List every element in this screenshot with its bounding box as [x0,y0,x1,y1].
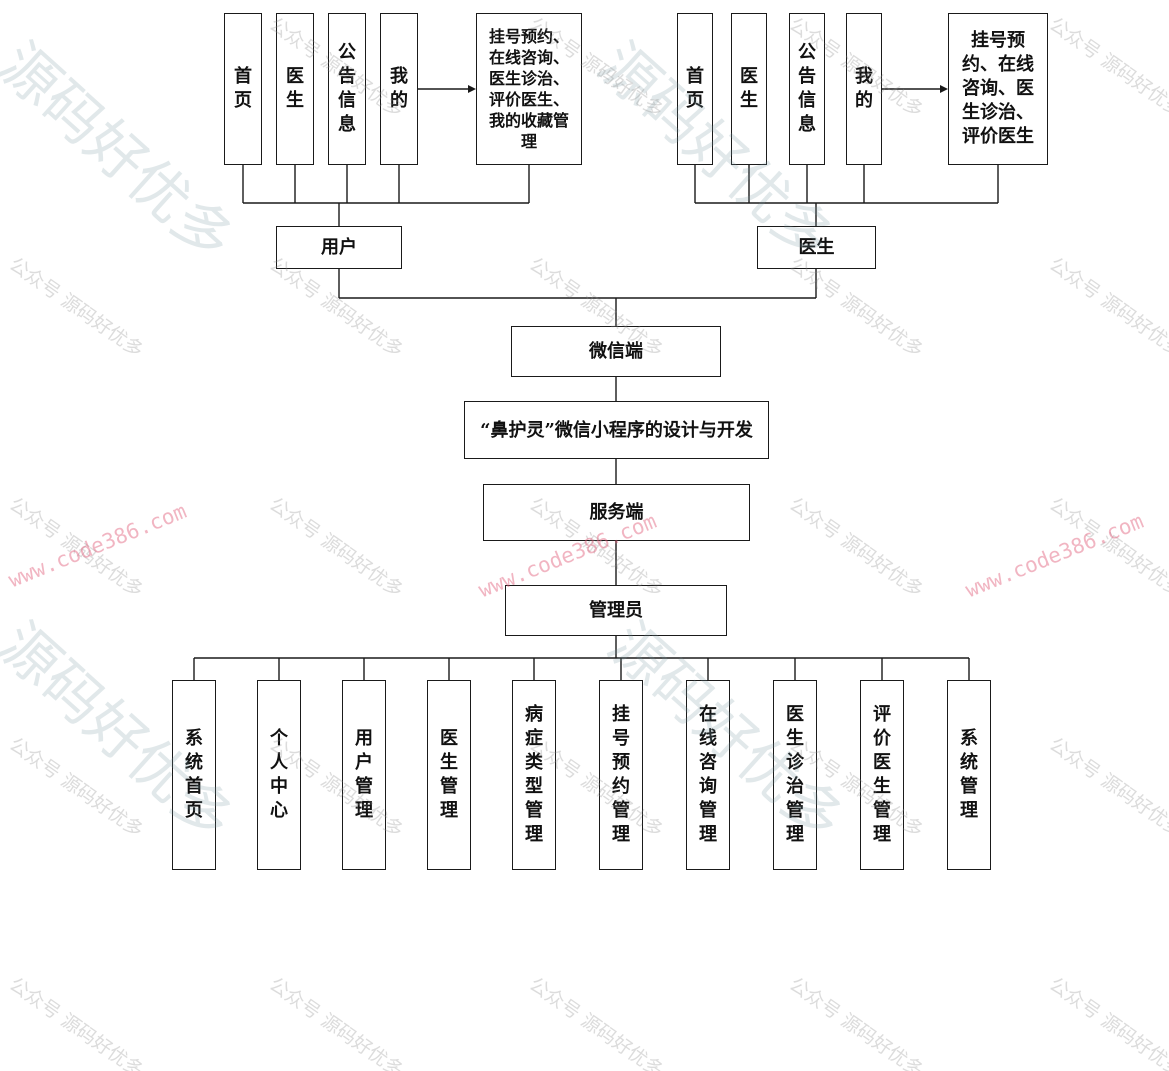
admin-module-2: 个人中心 [257,680,301,870]
system-title-node: “鼻护灵”微信小程序的设计与开发 [464,401,769,459]
user-node: 用户 [276,226,402,269]
arrowhead-icon [940,85,948,93]
user-page-mine: 我的 [380,13,418,165]
admin-module-5: 病症类型管理 [512,680,556,870]
doctor-page-notice: 公告信息 [789,13,825,165]
admin-module-8: 医生诊治管理 [773,680,817,870]
user-functions: 挂号预约、在线咨询、医生诊治、评价医生、我的收藏管理 [476,13,582,165]
admin-module-7: 在线咨询管理 [686,680,730,870]
admin-node: 管理员 [505,585,727,636]
admin-module-6: 挂号预约管理 [599,680,643,870]
doctor-page-mine: 我的 [846,13,882,165]
user-page-home: 首页 [224,13,262,165]
admin-module-3: 用户管理 [342,680,386,870]
user-page-notice: 公告信息 [328,13,366,165]
admin-module-10: 系统管理 [947,680,991,870]
wechat-end-node: 微信端 [511,326,721,377]
admin-module-9: 评价医生管理 [860,680,904,870]
doctor-functions: 挂号预约、在线咨询、医生诊治、评价医生 [948,13,1048,165]
admin-module-1: 系统首页 [172,680,216,870]
doctor-node: 医生 [757,226,876,269]
doctor-page-doctor: 医生 [731,13,767,165]
arrowhead-icon [468,85,476,93]
doctor-page-home: 首页 [677,13,713,165]
user-page-doctor: 医生 [276,13,314,165]
admin-module-4: 医生管理 [427,680,471,870]
server-end-node: 服务端 [483,484,750,541]
